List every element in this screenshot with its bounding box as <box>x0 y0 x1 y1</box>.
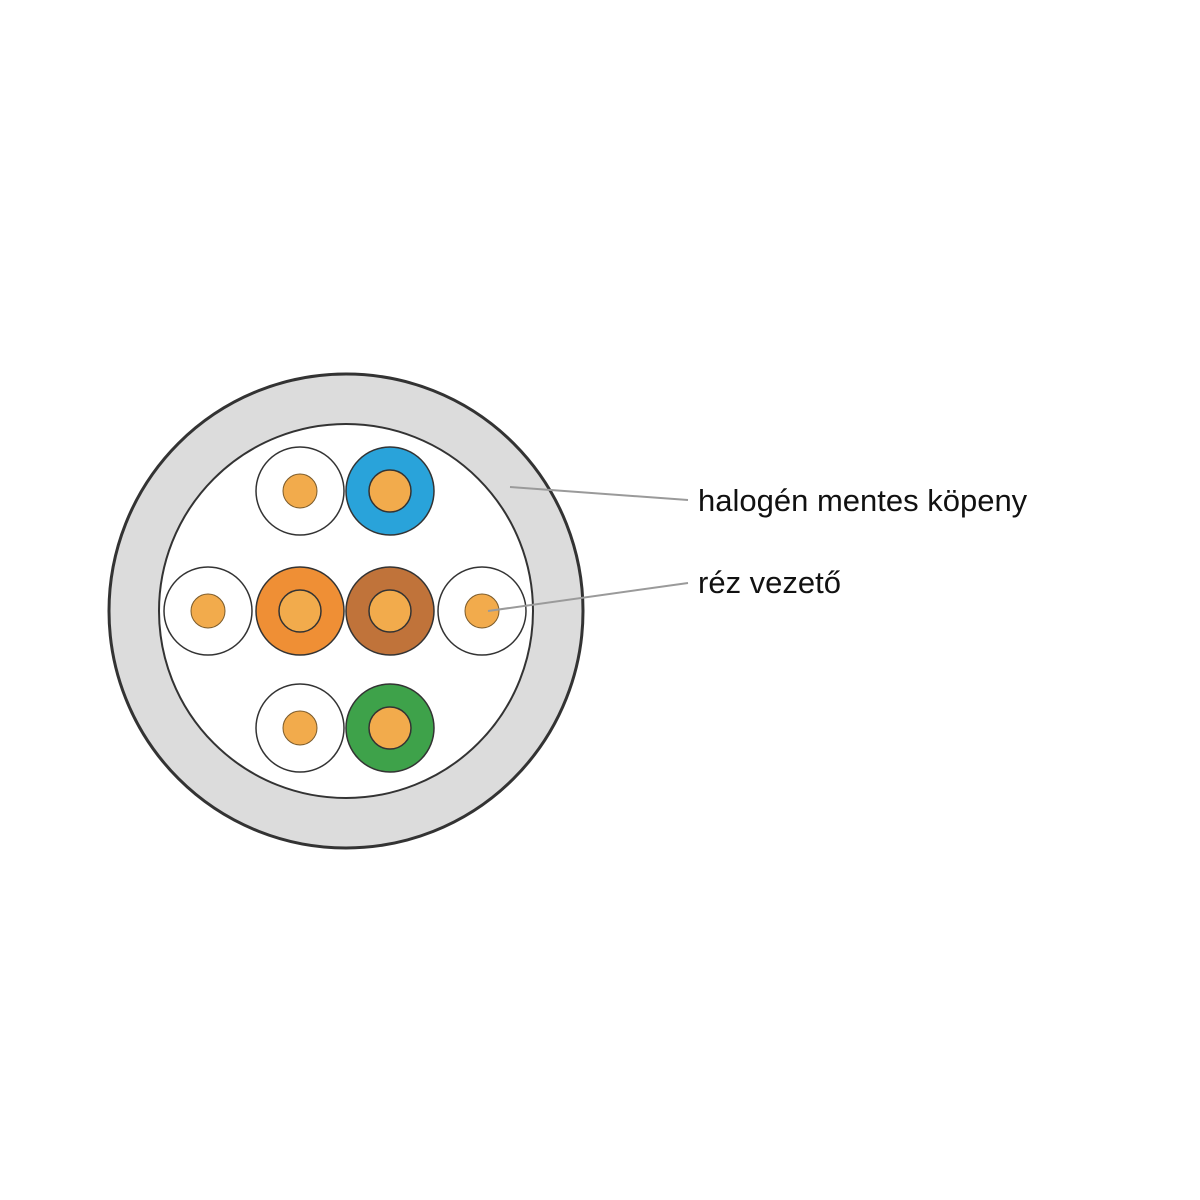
conductor-orange <box>255 566 345 656</box>
copper-core <box>282 710 318 746</box>
conductor-white-green <box>255 683 345 773</box>
jacket-leader-line <box>509 486 689 501</box>
conductor-leader-line <box>487 582 689 612</box>
jacket-label: halogén mentes köpeny <box>698 483 1028 518</box>
copper-core <box>368 706 412 750</box>
conductor-white-blue <box>255 446 345 536</box>
copper-core <box>368 469 412 513</box>
copper-core <box>368 589 412 633</box>
copper-core <box>278 589 322 633</box>
conductor-white-brown <box>437 566 527 656</box>
conductor-label: réz vezető <box>698 565 841 600</box>
copper-core <box>190 593 226 629</box>
copper-core <box>464 593 500 629</box>
copper-core <box>282 473 318 509</box>
conductor-blue <box>345 446 435 536</box>
conductor-brown <box>345 566 435 656</box>
conductor-group <box>163 446 527 773</box>
conductor-white-orange <box>163 566 253 656</box>
conductor-green <box>345 683 435 773</box>
